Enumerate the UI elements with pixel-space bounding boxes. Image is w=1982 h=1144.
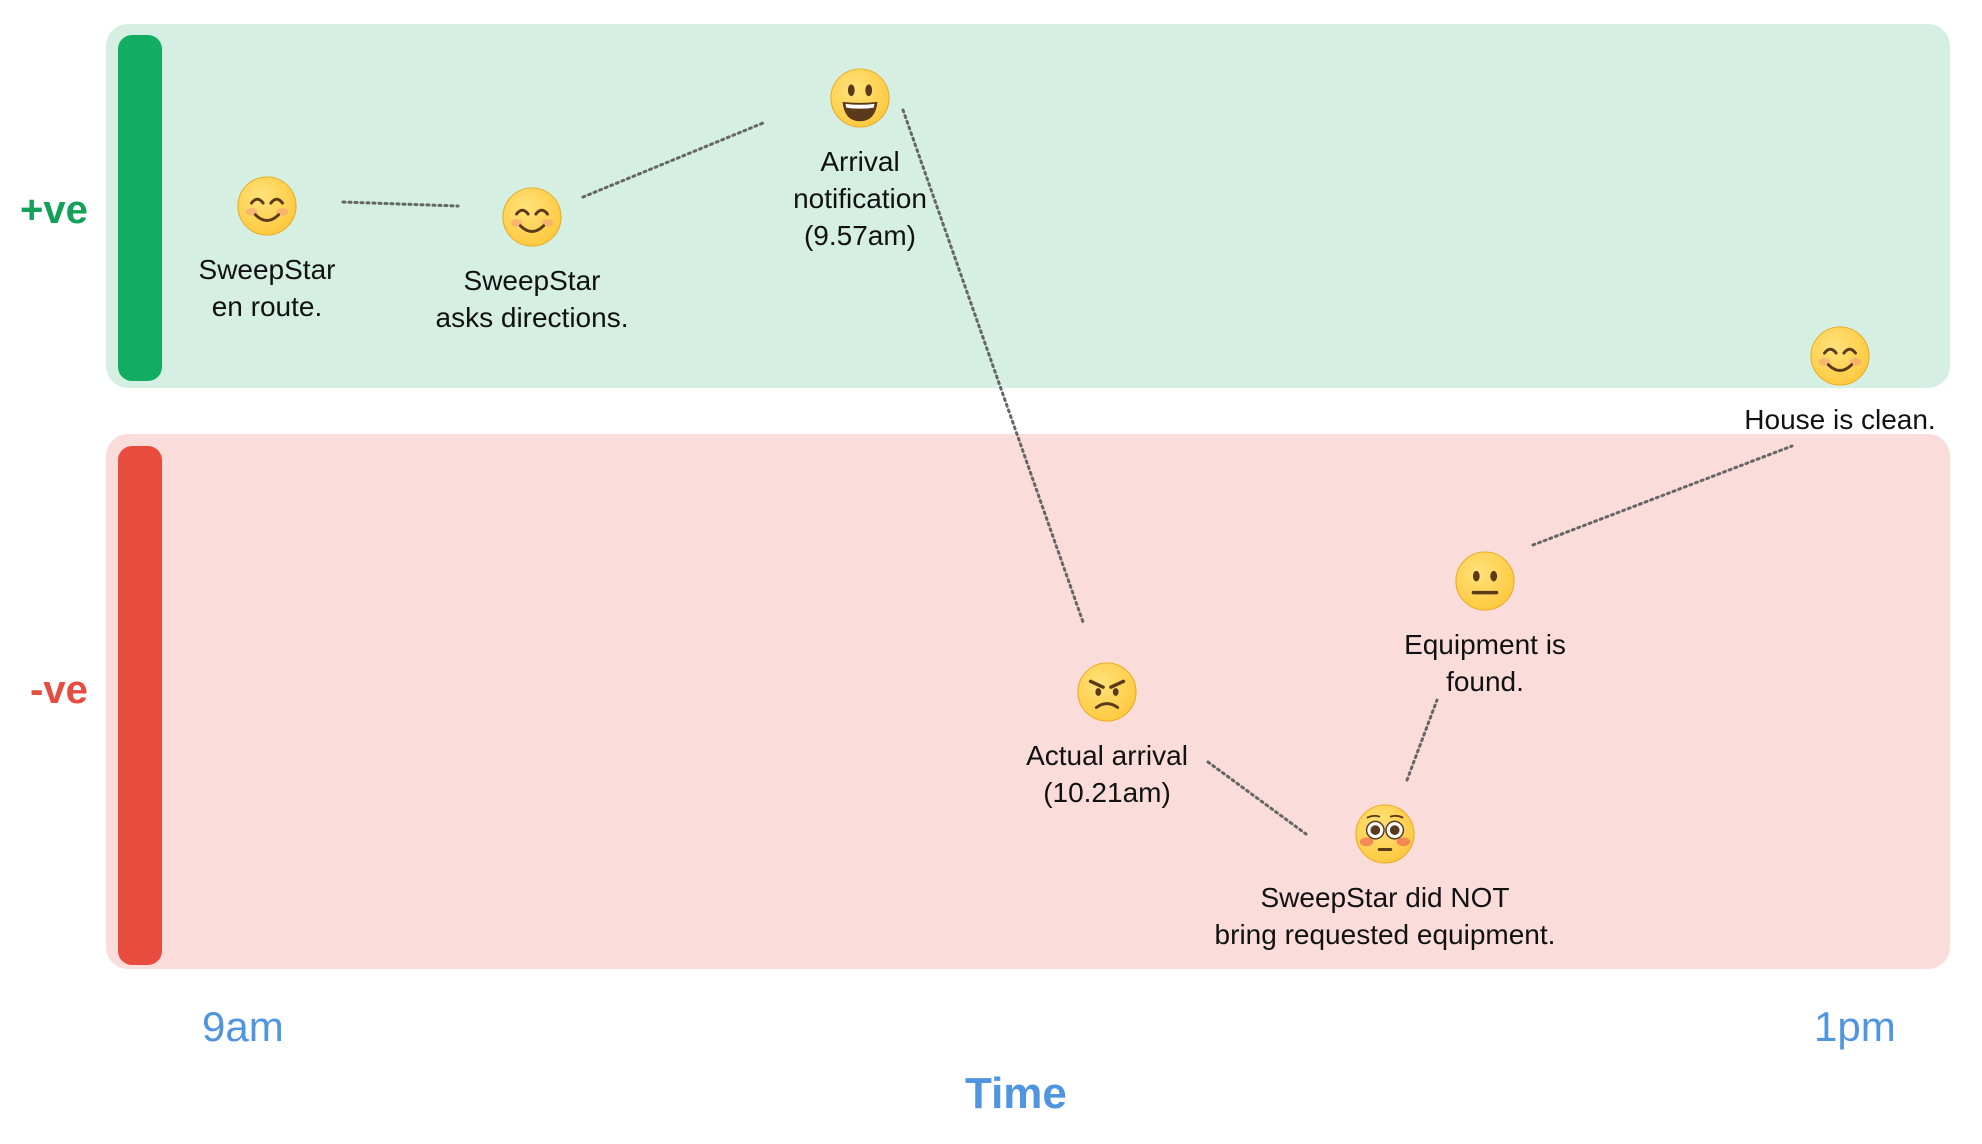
smiling-face-icon (502, 187, 562, 247)
time-start-label: 9am (202, 1003, 284, 1050)
event-missing-equipment: SweepStar did NOT bring requested equipm… (1175, 803, 1595, 953)
time-end-label: 1pm (1814, 1003, 1896, 1050)
time-axis-title: Time (965, 1069, 1067, 1118)
event-en-route: SweepStar en route. (57, 175, 477, 325)
event-caption: Arrival notification (9.57am) (793, 146, 927, 251)
positive-label: +ve (20, 188, 88, 232)
event-caption: SweepStar en route. (198, 254, 336, 322)
event-house-clean: House is clean. (1630, 325, 1982, 438)
negative-label: -ve (30, 668, 88, 712)
event-actual-arrival: Actual arrival (10.21am) (897, 661, 1317, 811)
flushed-face-icon (1355, 804, 1415, 864)
positive-indicator-bar (118, 35, 162, 381)
event-caption: SweepStar did NOT bring requested equipm… (1214, 882, 1556, 950)
smiling-face-icon (1810, 326, 1870, 386)
event-caption: Equipment is found. (1404, 629, 1566, 697)
neutral-face-icon (1455, 551, 1515, 611)
event-caption: House is clean. (1744, 404, 1936, 435)
event-caption: SweepStar asks directions. (435, 265, 629, 333)
event-caption: Actual arrival (10.21am) (1026, 740, 1188, 808)
smiling-face-icon (237, 176, 297, 236)
grinning-face-icon (830, 68, 890, 128)
negative-indicator-bar (118, 446, 162, 965)
event-arrival-notification: Arrival notification (9.57am) (650, 67, 1070, 254)
event-equipment-found: Equipment is found. (1275, 550, 1695, 700)
angry-face-icon (1077, 662, 1137, 722)
event-asks-directions: SweepStar asks directions. (322, 186, 742, 336)
